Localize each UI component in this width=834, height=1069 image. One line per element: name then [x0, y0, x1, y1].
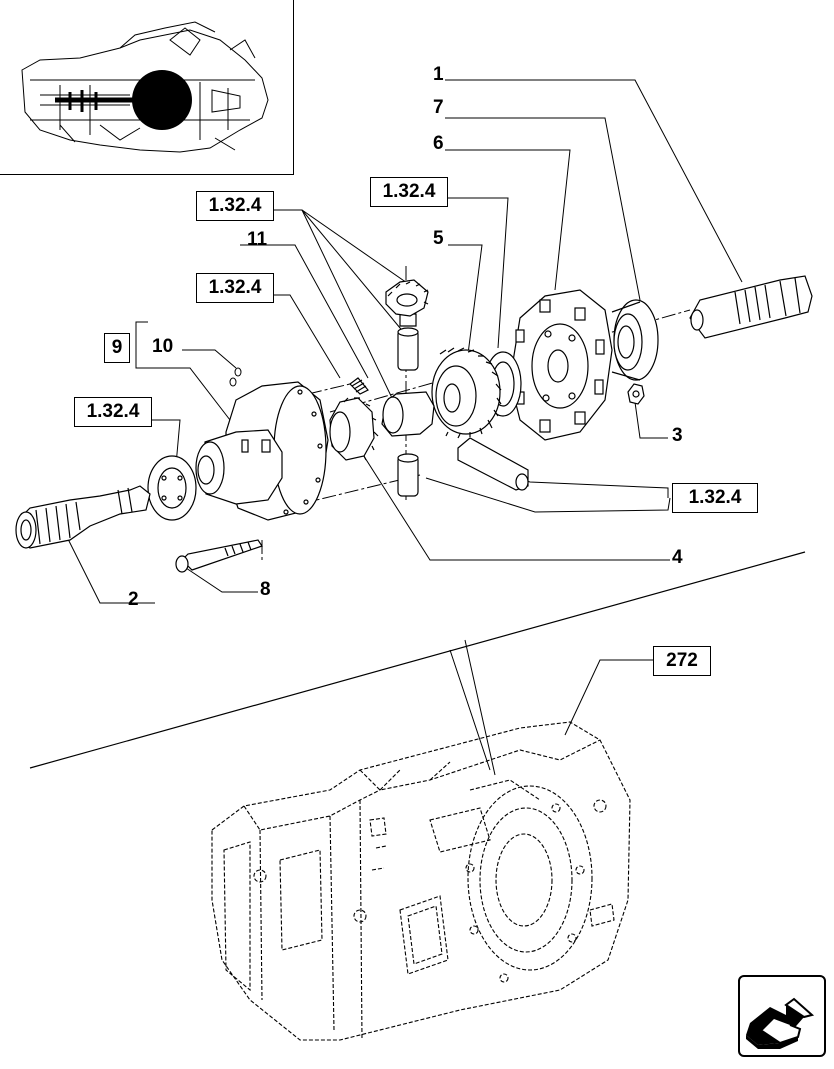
differential-housing-9 [195, 381, 329, 521]
pinion-gear-top [385, 279, 429, 317]
callout-7: 7 [433, 97, 444, 118]
location-leader [449, 639, 496, 776]
ring-gear-left [147, 455, 197, 521]
side-gear-5 [431, 347, 502, 439]
callout-6: 6 [433, 133, 444, 154]
callout-5: 5 [433, 228, 444, 249]
callout-2: 2 [128, 589, 139, 610]
ref-box-1-32-4-left[interactable]: 1.32.4 [74, 397, 152, 427]
roll-pins-10 [229, 367, 242, 387]
section-divider [29, 551, 806, 769]
thumbnail-drawing [21, 21, 269, 153]
spider-cross [381, 313, 435, 497]
carrier-6 [509, 289, 613, 441]
ref-box-1-32-4-mid[interactable]: 1.32.4 [196, 273, 274, 303]
ref-box-1-32-4-right[interactable]: 1.32.4 [672, 483, 758, 513]
ref-box-9[interactable]: 9 [104, 333, 130, 363]
callout-11: 11 [247, 229, 268, 250]
ref-box-1-32-4-top[interactable]: 1.32.4 [196, 191, 274, 221]
location-thumbnail [0, 0, 294, 175]
ref-box-272[interactable]: 272 [653, 646, 711, 676]
pinion-gear-4 [329, 397, 379, 461]
callout-1: 1 [433, 64, 444, 85]
callout-3: 3 [672, 425, 683, 446]
output-shaft-2 [15, 485, 151, 549]
shafts-lower [457, 437, 529, 491]
bolt-8 [175, 539, 263, 573]
nut-3 [627, 383, 645, 405]
pin-11 [349, 377, 369, 395]
callout-8: 8 [260, 579, 271, 600]
transmission-casing [211, 721, 631, 1041]
callout-10: 10 [152, 336, 174, 357]
output-shaft-1 [689, 275, 813, 339]
arrow-icon [746, 997, 815, 1049]
next-page-button[interactable] [738, 975, 826, 1057]
ref-box-1-32-4-upper[interactable]: 1.32.4 [370, 177, 448, 207]
bearing-7 [611, 299, 659, 381]
callout-4: 4 [672, 547, 683, 568]
